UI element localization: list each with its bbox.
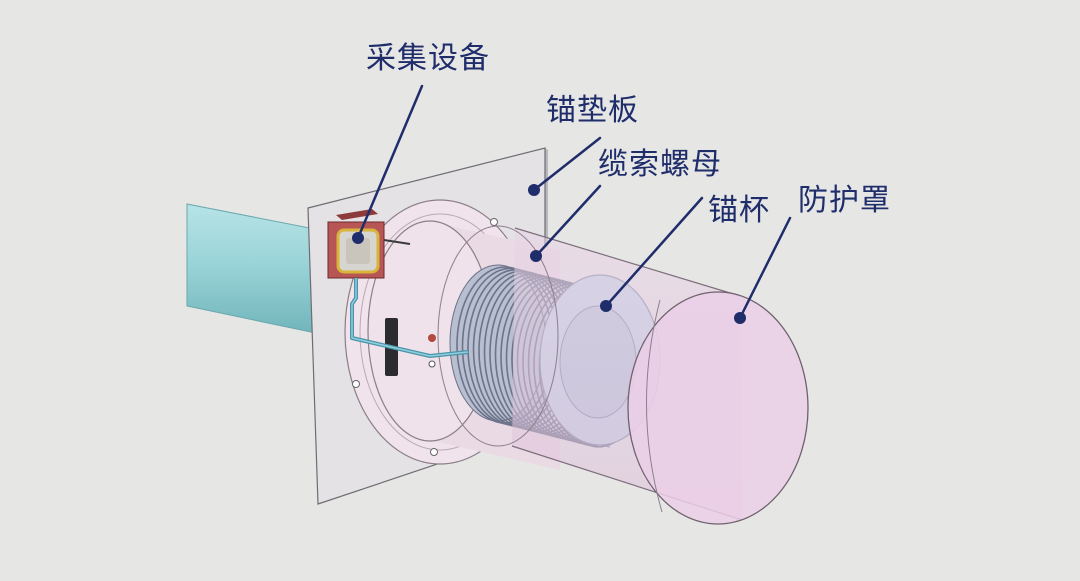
leader-cable-nut [534,184,602,258]
leader-collector [356,84,424,240]
leader-dots [352,184,746,324]
leader-dot-icon [530,250,542,262]
leader-dot-icon [352,232,364,244]
leader-anchor-plate [532,136,602,192]
protective-shield [437,225,809,525]
leader-dot-icon [600,300,612,312]
leader-shield [738,216,792,320]
leader-dot-icon [734,312,746,324]
leader-anchor-cup [604,196,704,308]
label-cable-nut: 缆索螺母 [598,147,722,182]
collector-device [327,209,469,358]
label-collector: 采集设备 [366,41,490,76]
label-anchor-plate: 锚垫板 [546,93,639,128]
label-shield: 防护罩 [798,183,891,218]
label-anchor-cup: 锚杯 [708,193,770,228]
leader-lines [356,84,792,320]
leader-dot-icon [528,184,540,196]
